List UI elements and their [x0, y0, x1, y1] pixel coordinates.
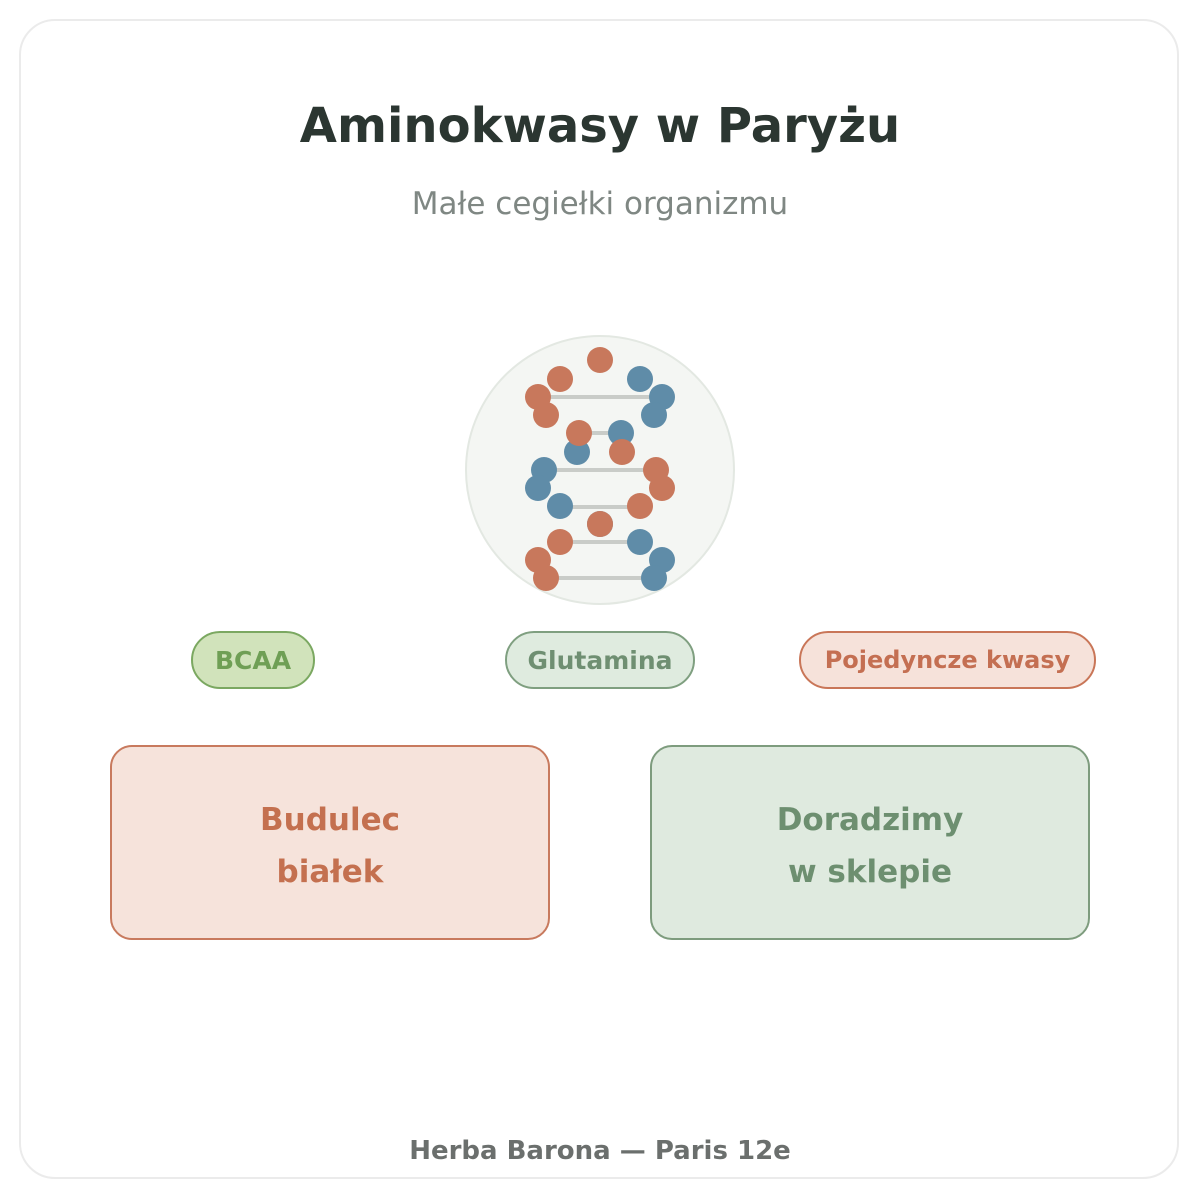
dna-helix-icon: [465, 335, 735, 605]
info-box-doradzimy-line2: w sklepie: [788, 853, 952, 890]
tag-glutamina: Glutamina: [505, 631, 695, 689]
info-box-budulec: Budulec białek: [110, 745, 550, 940]
info-box-budulec-line1: Budulec: [260, 801, 400, 838]
tag-pojedyncze-kwasy: Pojedyncze kwasy: [799, 631, 1096, 689]
helix-strand-blue: [525, 366, 675, 591]
footer-store-name: Herba Barona — Paris 12e: [409, 1136, 791, 1166]
page-title: Aminokwasy w Paryżu: [299, 98, 901, 154]
info-box-doradzimy: Doradzimy w sklepie: [650, 745, 1090, 940]
tag-bcaa: BCAA: [191, 631, 315, 689]
helix-strand-orange: [525, 347, 675, 591]
info-box-doradzimy-line1: Doradzimy: [776, 801, 964, 838]
info-box-budulec-line2: białek: [276, 853, 384, 890]
page-subtitle: Małe cegiełki organizmu: [411, 186, 789, 222]
